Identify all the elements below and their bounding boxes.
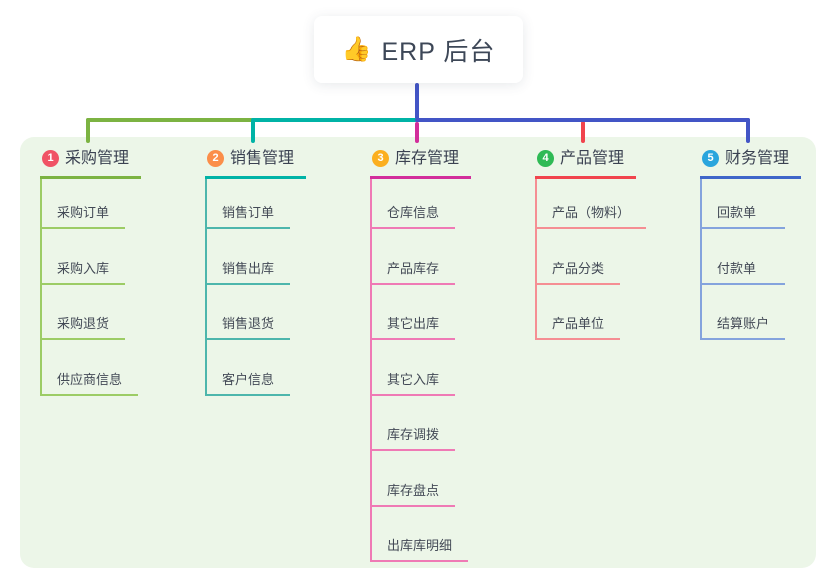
node-label: 产品（物料）	[552, 205, 631, 220]
branch-number-badge: 3	[372, 150, 389, 167]
node-item[interactable]: 其它入库	[372, 340, 456, 396]
branch-label: 产品管理	[560, 150, 625, 167]
branch-header-purchase[interactable]: 1 采购管理	[40, 148, 142, 179]
branch-drop-line-finance	[746, 118, 750, 143]
branch-finance: 5 财务管理 回款单 付款单 结算账户	[700, 148, 802, 340]
node-label: 产品分类	[552, 260, 605, 276]
node-label: 库存盘点	[387, 482, 440, 498]
branch-drop-line-inventory	[415, 122, 419, 143]
node-label: 销售订单	[222, 205, 275, 220]
root-title: ERP 后台	[381, 37, 496, 66]
node-item[interactable]: 采购订单	[42, 179, 126, 229]
branch-children: 仓库信息 产品库存 其它出库 其它入库 库存调拨 库存盘点 出库库明细	[370, 179, 471, 562]
node-label: 结算账户	[717, 316, 770, 331]
node-label: 其它入库	[387, 371, 440, 387]
root-node[interactable]: 👍 ERP 后台	[314, 16, 523, 83]
node-label: 其它出库	[387, 316, 440, 331]
node-label: 库存调拨	[387, 427, 440, 442]
node-item[interactable]: 产品分类	[537, 229, 621, 285]
node-label: 采购入库	[57, 260, 110, 276]
node-item[interactable]: 库存调拨	[372, 396, 456, 451]
branch-children: 回款单 付款单 结算账户	[700, 179, 801, 340]
root-connector-line	[415, 83, 419, 122]
node-label: 采购退货	[57, 316, 110, 331]
node-label: 产品单位	[552, 316, 605, 331]
branch-drop-line-product	[581, 121, 585, 143]
branch-number-badge: 2	[207, 150, 224, 167]
branch-drop-line-sales	[251, 118, 255, 143]
branch-purchase: 1 采购管理 采购订单 采购入库 采购退货 供应商信息	[40, 148, 142, 396]
branch-sales: 2 销售管理 销售订单 销售出库 销售退货 客户信息	[205, 148, 307, 396]
node-item[interactable]: 付款单	[702, 229, 785, 285]
branch-label: 财务管理	[725, 150, 790, 167]
thumbs-up-icon: 👍	[341, 35, 372, 63]
node-item[interactable]: 采购退货	[42, 285, 126, 340]
branch-number-badge: 5	[702, 150, 719, 167]
branch-label: 销售管理	[230, 150, 295, 167]
node-item[interactable]: 销售订单	[207, 179, 291, 229]
node-label: 采购订单	[57, 205, 110, 220]
node-item[interactable]: 结算账户	[702, 285, 786, 340]
bus-segment-teal	[251, 118, 417, 122]
node-item[interactable]: 其它出库	[372, 285, 456, 340]
node-item[interactable]: 采购入库	[42, 229, 126, 285]
branch-header-finance[interactable]: 5 财务管理	[700, 148, 802, 179]
node-item[interactable]: 产品（物料）	[537, 179, 647, 229]
node-label: 销售退货	[222, 316, 275, 331]
node-label: 供应商信息	[57, 371, 123, 387]
bus-segment-green	[86, 118, 253, 122]
node-label: 销售出库	[222, 260, 275, 276]
node-item[interactable]: 出库库明细	[372, 507, 469, 562]
branch-label: 库存管理	[395, 150, 460, 167]
branch-drop-line-purchase	[86, 118, 90, 143]
branch-product: 4 产品管理 产品（物料） 产品分类 产品单位	[535, 148, 647, 340]
branch-header-inventory[interactable]: 3 库存管理	[370, 148, 472, 179]
node-item[interactable]: 库存盘点	[372, 451, 456, 507]
branch-number-badge: 4	[537, 150, 554, 167]
node-label: 产品库存	[387, 260, 440, 276]
node-item[interactable]: 回款单	[702, 179, 785, 229]
node-item[interactable]: 产品单位	[537, 285, 621, 340]
node-item[interactable]: 销售出库	[207, 229, 291, 285]
branch-children: 采购订单 采购入库 采购退货 供应商信息	[40, 179, 141, 396]
node-label: 付款单	[717, 260, 757, 276]
branch-header-sales[interactable]: 2 销售管理	[205, 148, 307, 179]
node-label: 出库库明细	[387, 538, 453, 553]
node-label: 客户信息	[222, 371, 275, 387]
mindmap-background-panel	[20, 137, 816, 568]
branch-label: 采购管理	[65, 150, 130, 167]
node-item[interactable]: 客户信息	[207, 340, 291, 396]
node-item[interactable]: 销售退货	[207, 285, 291, 340]
branch-inventory: 3 库存管理 仓库信息 产品库存 其它出库 其它入库 库存调拨 库存盘点 出库库…	[370, 148, 472, 562]
branch-children: 销售订单 销售出库 销售退货 客户信息	[205, 179, 306, 396]
branch-header-product[interactable]: 4 产品管理	[535, 148, 637, 179]
node-item[interactable]: 产品库存	[372, 229, 456, 285]
node-label: 仓库信息	[387, 205, 440, 220]
bus-segment-blue	[415, 118, 750, 122]
node-item[interactable]: 仓库信息	[372, 179, 456, 229]
branch-children: 产品（物料） 产品分类 产品单位	[535, 179, 647, 340]
branch-number-badge: 1	[42, 150, 59, 167]
node-label: 回款单	[717, 205, 757, 220]
node-item[interactable]: 供应商信息	[42, 340, 139, 396]
